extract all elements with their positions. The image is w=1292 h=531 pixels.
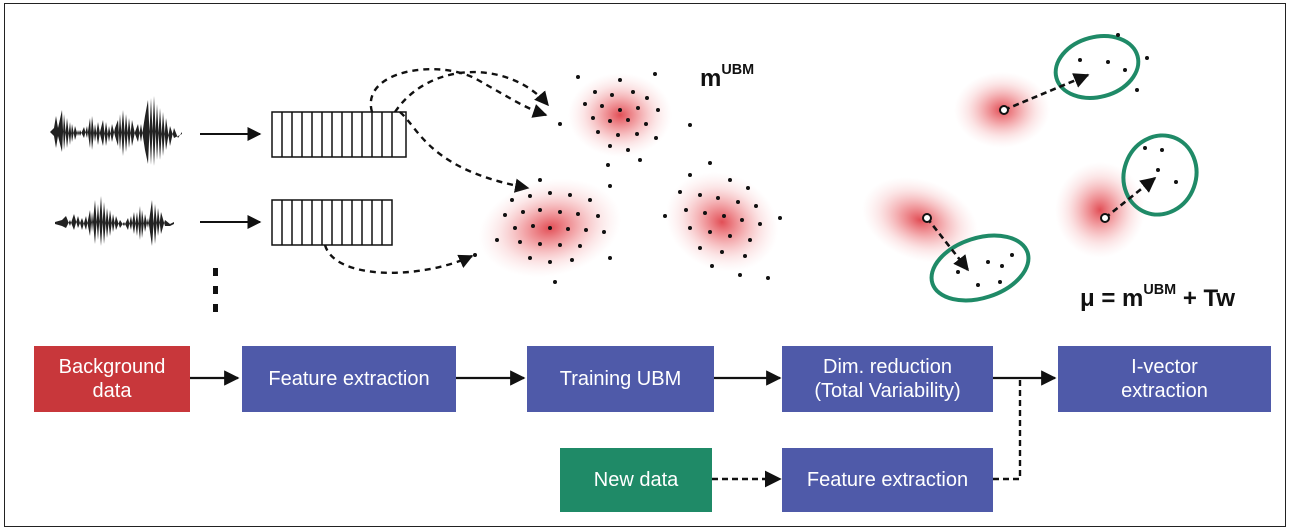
mean-marker-top [999, 105, 1009, 115]
shifted-cluster-ellipse-right [1121, 133, 1199, 217]
formula-superscript: UBM [1143, 282, 1177, 299]
ubm-gaussian-top [568, 73, 672, 157]
adapted-gaussian-left [861, 177, 979, 263]
ivector-extraction-box: I-vector extraction [1058, 346, 1271, 412]
adapted-gaussian-right [1055, 162, 1145, 258]
dashed-arrow-features-to-cluster-top [369, 68, 548, 118]
shifted-cluster-ellipse-left [929, 233, 1031, 303]
feature-extraction-box-top: Feature extraction [242, 346, 456, 412]
training-ubm-box: Training UBM [527, 346, 714, 412]
mean-marker-left [922, 213, 932, 223]
dashed-arrow-features-to-cluster-top-b [394, 70, 549, 113]
formula-rest: + Tw [1176, 285, 1236, 312]
new-data-box: New data [560, 448, 712, 512]
shift-arrow-left [925, 217, 970, 272]
dashed-arrow-features-to-cluster-left [399, 111, 530, 193]
m-ubm-label: mUBM [700, 62, 755, 93]
dashed-arrow-features-to-cluster-left-b [323, 244, 474, 274]
shifted-cluster-ellipse-top [1053, 34, 1141, 100]
waveform-bottom-icon [55, 196, 174, 246]
ellipsis-dots [213, 268, 218, 312]
shift-arrow-top [1003, 73, 1090, 112]
m-ubm-superscript: UBM [721, 62, 755, 79]
feature-extraction-box-bottom: Feature extraction [782, 448, 993, 512]
background-data-box: Background data [34, 346, 190, 412]
feature-matrix-bottom [271, 199, 393, 246]
shift-arrow-right [1104, 176, 1157, 220]
m-ubm-base: m [700, 65, 722, 92]
mean-marker-right [1100, 213, 1110, 223]
ubm-gaussian-right [665, 172, 779, 272]
dim-reduction-box: Dim. reduction (Total Variability) [782, 346, 993, 412]
dashed-connector-features-to-ivector [993, 380, 1022, 481]
waveform-top-icon [50, 96, 182, 166]
adapted-data-points [956, 33, 1178, 287]
formula-mu: μ = m [1080, 285, 1144, 312]
feature-matrix-top [271, 111, 407, 158]
ubm-data-points [473, 72, 782, 284]
formula-label: μ = mUBM + Tw [1080, 282, 1236, 313]
